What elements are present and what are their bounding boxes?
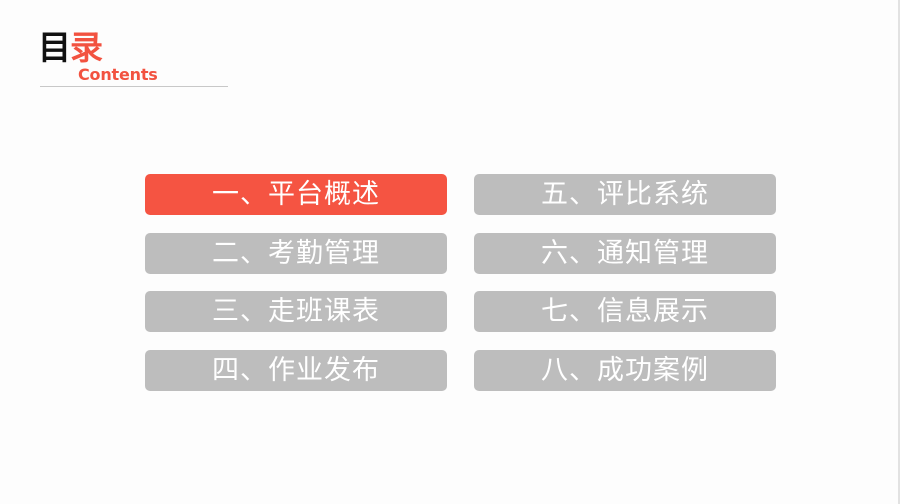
toc-item-platform-overview[interactable]: 一、平台概述 [145, 174, 447, 215]
toc-item-evaluation-system[interactable]: 五、评比系统 [474, 174, 776, 215]
slide-right-border [898, 0, 900, 504]
toc-item-information-display[interactable]: 七、信息展示 [474, 291, 776, 332]
title-divider [40, 86, 228, 87]
title-part-2: 录 [70, 28, 103, 67]
toc-item-attendance-management[interactable]: 二、考勤管理 [145, 233, 447, 274]
toc-item-class-schedule[interactable]: 三、走班课表 [145, 291, 447, 332]
page-title: 目录 [38, 28, 103, 68]
toc-item-success-cases[interactable]: 八、成功案例 [474, 350, 776, 391]
title-part-1: 目 [38, 28, 71, 67]
page-subtitle: Contents [78, 65, 158, 84]
toc-item-notification-management[interactable]: 六、通知管理 [474, 233, 776, 274]
toc-item-homework-publishing[interactable]: 四、作业发布 [145, 350, 447, 391]
